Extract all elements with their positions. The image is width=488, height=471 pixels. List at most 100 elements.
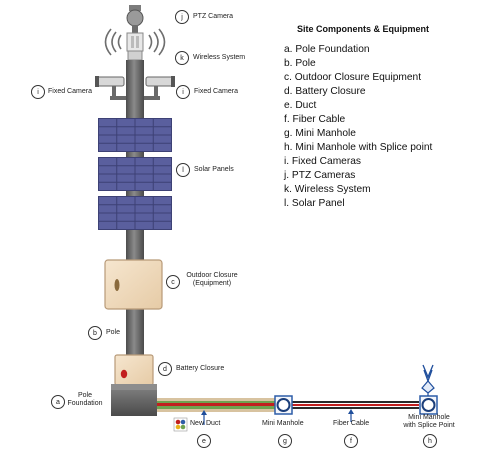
label-fixed-camera-left: Fixed Camera bbox=[48, 88, 92, 95]
solar-cell bbox=[99, 205, 117, 213]
legend-item: e. Duct bbox=[284, 100, 317, 111]
legend-item: l. Solar Panel bbox=[284, 198, 345, 209]
ptz-camera-icon bbox=[126, 5, 144, 33]
label-mini-manhole: Mini Manhole bbox=[262, 420, 304, 427]
solar-cell bbox=[135, 166, 153, 174]
solar-cell bbox=[99, 127, 117, 135]
legend-item: h. Mini Manhole with Splice point bbox=[284, 142, 433, 153]
label-outdoor-closure: Outdoor Closure (Equipment) bbox=[180, 272, 244, 288]
solar-cell bbox=[117, 135, 135, 143]
fixed-camera-right-icon bbox=[144, 76, 175, 100]
fiber-arrow-icon bbox=[348, 409, 354, 422]
solar-cell bbox=[153, 119, 171, 127]
solar-cell bbox=[135, 143, 153, 151]
solar-cell bbox=[135, 197, 153, 205]
label-outdoor-closure-line2: (Equipment) bbox=[192, 280, 232, 287]
splice-point-icon bbox=[421, 364, 435, 396]
solar-cell bbox=[153, 143, 171, 151]
solar-cell bbox=[99, 119, 117, 127]
solar-cell bbox=[117, 119, 135, 127]
outdoor-closure-box bbox=[104, 259, 163, 310]
legend-item: a. Pole Foundation bbox=[284, 44, 370, 55]
solar-cell bbox=[153, 158, 171, 166]
solar-cell bbox=[153, 166, 171, 174]
label-pole-foundation-line2: Foundation bbox=[67, 400, 103, 407]
solar-cell bbox=[99, 174, 117, 182]
fixed-camera-left-icon bbox=[95, 76, 126, 100]
badge-g: g bbox=[278, 434, 292, 448]
legend-item: i. Fixed Cameras bbox=[284, 156, 361, 167]
wireless-system-icon bbox=[104, 28, 166, 61]
solar-cell bbox=[99, 197, 117, 205]
solar-cell bbox=[135, 135, 153, 143]
badge-b: b bbox=[88, 326, 102, 340]
solar-cell bbox=[99, 182, 117, 190]
solar-cell bbox=[117, 143, 135, 151]
label-new-duct: New Duct bbox=[190, 420, 221, 427]
solar-cell bbox=[117, 182, 135, 190]
label-fiber-cable: Fiber Cable bbox=[333, 420, 370, 427]
legend-item: g. Mini Manhole bbox=[284, 128, 356, 139]
legend-panel: Site Components & Equipment a. Pole Foun… bbox=[284, 24, 484, 211]
label-outdoor-closure-line1: Outdoor Closure bbox=[186, 272, 238, 279]
battery-closure-box bbox=[114, 354, 154, 386]
label-mini-manhole-splice-line2: with Splice Point bbox=[403, 422, 455, 429]
legend-item: d. Battery Closure bbox=[284, 86, 366, 97]
solar-cell bbox=[135, 221, 153, 229]
badge-c: c bbox=[166, 275, 180, 289]
badge-f: f bbox=[344, 434, 358, 448]
solar-cell bbox=[117, 213, 135, 221]
label-pole-foundation: Pole Foundation bbox=[64, 392, 106, 408]
solar-cell bbox=[135, 174, 153, 182]
solar-cell bbox=[153, 127, 171, 135]
solar-cell bbox=[117, 221, 135, 229]
solar-cell bbox=[117, 174, 135, 182]
solar-cell bbox=[117, 197, 135, 205]
legend-item: b. Pole bbox=[284, 58, 316, 69]
label-mini-manhole-splice-line1: Mini Manhole bbox=[408, 414, 450, 421]
legend-title: Site Components & Equipment bbox=[297, 24, 430, 34]
solar-cell bbox=[153, 213, 171, 221]
legend-item: j. PTZ Cameras bbox=[284, 170, 356, 181]
duct-arrow-icon bbox=[201, 410, 207, 425]
solar-cell bbox=[117, 205, 135, 213]
solar-cell bbox=[99, 166, 117, 174]
legend-list: a. Pole Foundation b. Pole c. Outdoor Cl… bbox=[284, 43, 484, 211]
badge-d: d bbox=[158, 362, 172, 376]
label-ptz-camera: PTZ Camera bbox=[193, 13, 234, 20]
solar-cell bbox=[99, 135, 117, 143]
duct-fiber-cable bbox=[157, 398, 419, 412]
solar-cell bbox=[153, 221, 171, 229]
mini-manhole-icon bbox=[274, 395, 293, 415]
solar-cell bbox=[135, 158, 153, 166]
badge-k: k bbox=[175, 51, 189, 65]
solar-cell bbox=[153, 174, 171, 182]
solar-cell bbox=[117, 158, 135, 166]
label-pole-foundation-line1: Pole bbox=[77, 392, 92, 399]
label-battery-closure: Battery Closure bbox=[176, 365, 225, 372]
solar-cell bbox=[117, 127, 135, 135]
solar-cell bbox=[99, 158, 117, 166]
badge-i-left: i bbox=[31, 85, 45, 99]
solar-cell bbox=[99, 213, 117, 221]
legend-item: c. Outdoor Closure Equipment bbox=[284, 72, 422, 83]
badge-e: e bbox=[197, 434, 211, 448]
legend-item: f. Fiber Cable bbox=[284, 114, 346, 125]
solar-cell bbox=[153, 135, 171, 143]
solar-cell bbox=[153, 182, 171, 190]
solar-cell bbox=[99, 143, 117, 151]
solar-cell bbox=[135, 182, 153, 190]
badge-a: a bbox=[51, 395, 65, 409]
solar-cell bbox=[135, 119, 153, 127]
label-wireless-system: Wireless System bbox=[193, 54, 246, 61]
label-pole: Pole bbox=[106, 329, 121, 336]
badge-l: l bbox=[176, 163, 190, 177]
solar-cell bbox=[135, 127, 153, 135]
badge-i-right: i bbox=[176, 85, 190, 99]
badge-h: h bbox=[423, 434, 437, 448]
solar-cell bbox=[153, 197, 171, 205]
solar-cell bbox=[117, 166, 135, 174]
solar-cell bbox=[99, 221, 117, 229]
